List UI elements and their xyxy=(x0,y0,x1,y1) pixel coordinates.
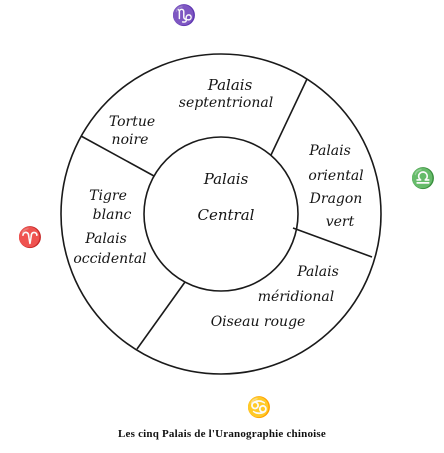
north-palace-title-line2: septentrional xyxy=(179,95,273,111)
center-label-line1: Palais xyxy=(203,170,249,188)
east-line1: Palais xyxy=(308,143,351,159)
south-line2: méridional xyxy=(258,289,334,305)
divider-north-west xyxy=(80,135,155,177)
capricorn-symbol-icon: ♑ xyxy=(172,3,197,27)
west-line4: occidental xyxy=(73,251,146,267)
divider-south-west xyxy=(136,281,186,350)
libra-symbol-icon: ♎ xyxy=(411,166,436,190)
north-palace-title-line1: Palais xyxy=(207,76,253,94)
east-line4: vert xyxy=(326,214,355,230)
inner-circle xyxy=(143,136,299,292)
south-line1: Palais xyxy=(296,264,339,280)
divider-east-south xyxy=(292,227,373,258)
cancer-symbol-icon: ♋ xyxy=(247,395,272,419)
divider-north-east xyxy=(270,78,308,156)
center-label-line2: Central xyxy=(198,206,255,224)
north-animal-line1: Tortue xyxy=(109,114,155,130)
north-animal-line2: noire xyxy=(112,132,149,148)
outer-circle xyxy=(60,53,382,375)
west-line2: blanc xyxy=(93,207,132,223)
east-line2: oriental xyxy=(308,168,363,184)
west-line1: Tigre xyxy=(89,188,127,204)
west-line3: Palais xyxy=(84,231,127,247)
south-line3: Oiseau rouge xyxy=(211,314,306,330)
figure-caption: Les cinq Palais de l'Uranographie chinoi… xyxy=(118,428,326,440)
east-line3: Dragon xyxy=(309,191,363,207)
aries-symbol-icon: ♈ xyxy=(18,225,43,249)
